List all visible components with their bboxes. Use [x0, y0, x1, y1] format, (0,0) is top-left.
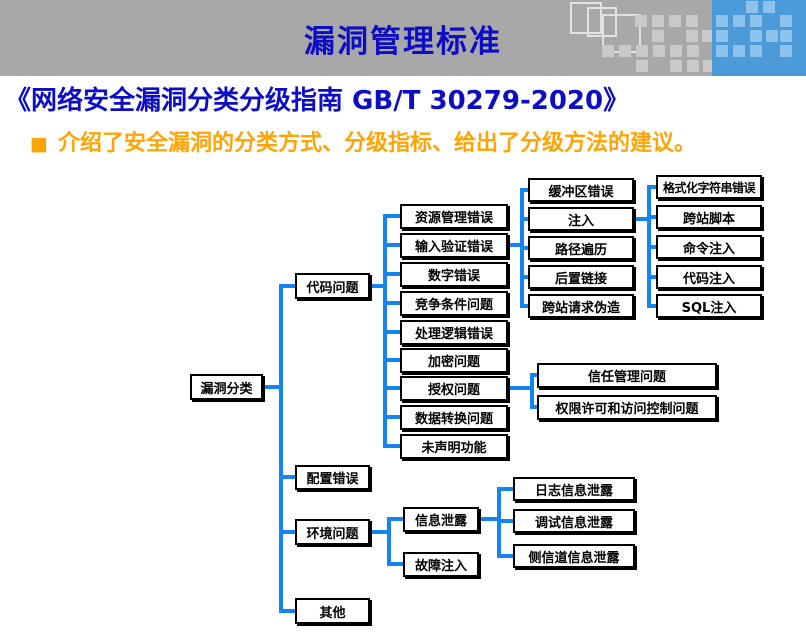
tree-node-buffer-error: 缓冲区错误	[528, 178, 634, 202]
intro-text: 介绍了安全漏洞的分类方式、分级指标、给出了分级方法的建议。	[57, 131, 696, 156]
intro-paragraph: ■ 介绍了安全漏洞的分类方式、分级指标、给出了分级方法的建议。	[6, 128, 800, 160]
tree-node-logic-error: 处理逻辑错误	[400, 320, 508, 345]
outline-square-3	[602, 14, 641, 53]
tree-node-authorization-issue: 授权问题	[400, 376, 508, 401]
tree-node-link-following: 后置链接	[528, 265, 634, 289]
tree-node-debug-information-leak: 调试信息泄露	[513, 509, 635, 533]
tree-node-resource-management-error: 资源管理错误	[400, 204, 508, 229]
tree-node-code-issues: 代码问题	[295, 273, 370, 299]
page-title: 漏洞管理标准	[304, 24, 502, 60]
tree-node-vulnerability-classification: 漏洞分类	[190, 374, 263, 400]
tree-node-format-string-error: 格式化字符串错误	[656, 175, 762, 199]
standard-subtitle: 《网络安全漏洞分类分级指南 GB/T 30279-2020》	[5, 86, 630, 116]
tree-node-path-traversal: 路径遍历	[528, 236, 634, 260]
outline-square-1	[570, 2, 602, 34]
tree-node-configuration-errors: 配置错误	[295, 465, 370, 490]
tree-node-undeclared-function: 未声明功能	[400, 434, 508, 459]
tree-node-injection: 注入	[528, 207, 634, 231]
tree-node-environment-issues: 环境问题	[295, 519, 370, 545]
tree-node-log-information-leak: 日志信息泄露	[513, 477, 635, 501]
tree-node-side-channel-information-leak: 侧信道信息泄露	[513, 544, 635, 568]
tree-node-code-injection: 代码注入	[656, 265, 762, 289]
tree-node-input-validation-error: 输入验证错误	[400, 233, 508, 258]
tree-node-permission-access-control-issue: 权限许可和访问控制问题	[537, 395, 717, 420]
tree-node-sql-injection: SQL注入	[656, 294, 762, 318]
tree-node-other: 其他	[295, 598, 370, 624]
tree-node-encryption-issue: 加密问题	[400, 348, 508, 373]
blue-panel	[712, 0, 806, 76]
header-bar: 漏洞管理标准	[0, 0, 806, 76]
tree-node-data-conversion-issue: 数据转换问题	[400, 405, 508, 430]
tree-node-race-condition-issue: 竞争条件问题	[400, 291, 508, 316]
tree-node-csrf: 跨站请求伪造	[528, 294, 634, 318]
tree-node-information-leak: 信息泄露	[403, 507, 479, 532]
tree-node-command-injection: 命令注入	[656, 235, 762, 259]
tree-node-trust-management-issue: 信任管理问题	[537, 363, 717, 388]
tree-node-numeric-error: 数字错误	[400, 262, 508, 287]
tree-node-fault-injection: 故障注入	[403, 552, 479, 577]
tree-node-cross-site-scripting: 跨站脚本	[656, 205, 762, 229]
square-bullet-icon: ■	[30, 133, 48, 155]
